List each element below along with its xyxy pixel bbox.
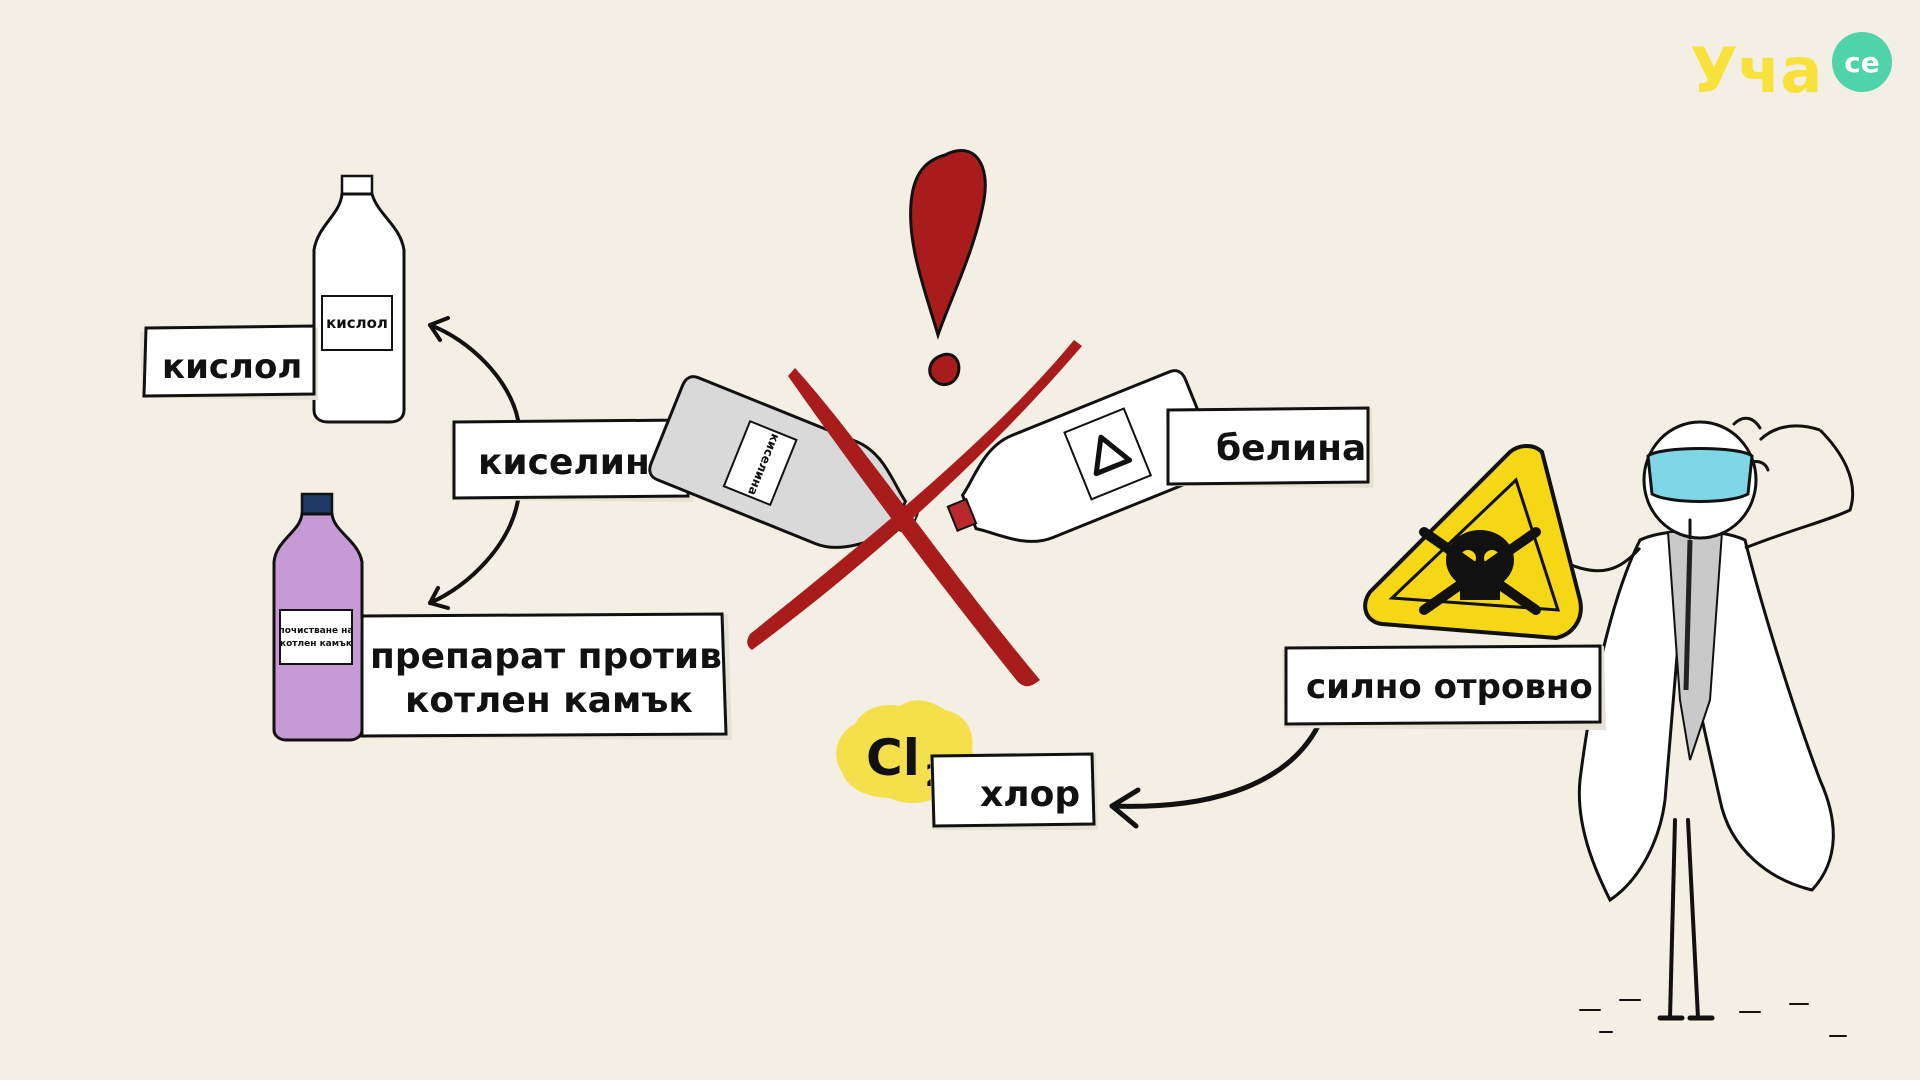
acid-examples-arrow [428, 316, 520, 610]
kislol-tag-text: кислол [162, 347, 302, 387]
triangle-icon [1093, 434, 1133, 477]
poison-to-chlorine-arrow [1109, 723, 1321, 829]
descaler-bottle-label-1: почистване на [279, 626, 354, 636]
descaler-bottle: почистване на котлен камък [272, 492, 364, 742]
chlorine-tag: хлор [930, 752, 1098, 830]
descaler-bottle-label-2: котлен камък [280, 639, 352, 649]
poison-tag-text: силно отровно [1306, 667, 1593, 707]
kislol-bottle: кислол [312, 174, 406, 424]
descaler-tag-line1: препарат против [370, 636, 722, 677]
descaler-tag-line2: котлен камък [405, 680, 693, 721]
bleach-tag-text: белина [1216, 428, 1366, 469]
red-cross-icon [747, 340, 1082, 687]
kislol-tag: кислол [140, 324, 318, 400]
chlorine-tag-text: хлор [980, 774, 1080, 815]
skull-crossbones-warning-icon [1363, 444, 1583, 641]
acid-tag: киселина [450, 418, 694, 502]
goggles [1646, 447, 1754, 503]
logo-badge-circle [1832, 32, 1892, 92]
kislol-bottle-label: кислол [326, 314, 388, 332]
logo: Уча се [1690, 32, 1892, 107]
descaler-tag: препарат против котлен камък [360, 612, 732, 740]
scientist [1559, 416, 1855, 1037]
exclamation-mark-icon [909, 149, 987, 387]
logo-badge: се [1844, 46, 1880, 79]
bleach-bottle [946, 369, 1220, 543]
logo-text: Уча [1690, 34, 1822, 107]
bleach-tag: белина [1166, 406, 1374, 488]
acid-bottle: киселина [648, 375, 919, 549]
poison-tag: силно отровно [1282, 644, 1606, 730]
chlorine-formula: Cl [866, 729, 920, 787]
acid-tag-text: киселина [478, 442, 674, 483]
